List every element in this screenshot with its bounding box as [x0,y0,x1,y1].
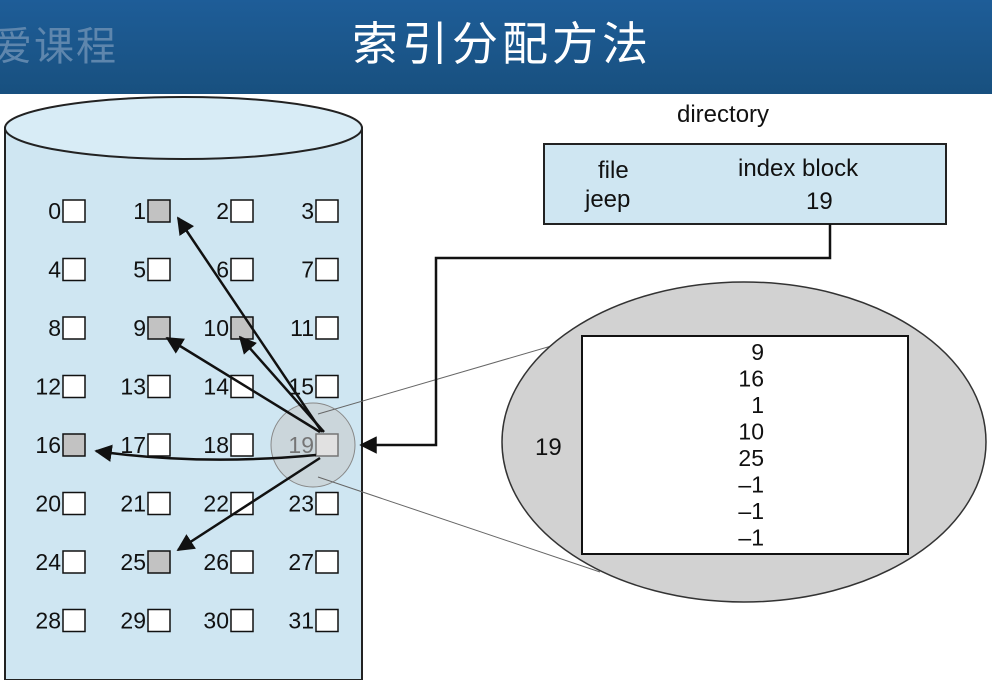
index-entry-1: 16 [738,366,764,392]
diagram-area: 0123456789101112131415161718192021222324… [0,94,992,681]
disk-block-label-26: 26 [203,549,229,575]
directory-to-index-block-arrow [359,224,832,454]
disk-block-label-14: 14 [203,374,229,400]
disk-block-16 [62,433,86,457]
directory-col-index-block: index block [738,155,859,182]
disk-block-22 [230,491,254,516]
index-entry-6: –1 [738,498,764,524]
disk-block-label-3: 3 [301,198,314,224]
disk-block-label-10: 10 [203,315,229,341]
disk-block-31 [315,608,339,633]
pointer-to-block-10 [238,335,325,433]
disk-block-label-30: 30 [203,608,229,634]
index-entry-3: 10 [738,419,764,445]
disk-block-18 [230,433,254,457]
disk-block-25 [147,550,171,574]
disk-block-label-22: 22 [203,491,229,517]
disk-cylinder [4,96,363,681]
index-entry-0: 9 [751,339,764,365]
directory-index-block-value: 19 [806,188,833,215]
disk-block-20 [62,491,86,516]
disk-block-label-27: 27 [288,549,314,575]
course-logo-text: 爱课程 [0,24,118,70]
disk-block-label-20: 20 [35,491,61,517]
disk-block-11 [315,316,339,340]
disk-block-label-4: 4 [48,257,61,283]
disk-block-2 [230,199,254,223]
disk-block-1 [147,199,171,223]
disk-block-29 [147,608,171,633]
disk-block-5 [147,257,171,282]
indexed-allocation-diagram: 0123456789101112131415161718192021222324… [4,96,987,681]
disk-block-17 [147,433,171,457]
index-entry-5: –1 [738,472,764,498]
disk-block-27 [315,550,339,574]
disk-block-4 [62,257,86,282]
disk-block-label-21: 21 [120,491,146,517]
disk-block-label-7: 7 [301,257,314,283]
disk-block-label-16: 16 [35,432,61,458]
disk-block-label-0: 0 [48,198,61,224]
disk-block-label-28: 28 [35,608,61,634]
disk-block-label-8: 8 [48,315,61,341]
disk-block-21 [147,491,171,516]
index-entry-7: –1 [738,525,764,551]
disk-block-3 [315,199,339,223]
zoom-line-bottom [317,476,601,573]
disk-block-8 [62,316,86,340]
disk-block-label-5: 5 [133,257,146,283]
disk-block-7 [315,257,339,282]
index-entry-4: 25 [738,445,764,471]
disk-block-15 [315,374,339,399]
pointer-to-block-9 [165,336,321,434]
disk-blocks: 0123456789101112131415161718192021222324… [35,198,339,634]
block-19-highlight [270,402,356,488]
disk-block-24 [62,550,86,574]
disk-block-label-12: 12 [35,374,61,400]
index-block-box [581,335,909,555]
disk-block-label-25: 25 [120,549,146,575]
directory-file-name: jeep [584,186,630,213]
disk-block-label-13: 13 [120,374,146,400]
slide-header: 爱课程 索引分配方法 [0,0,992,94]
disk-block-13 [147,374,171,399]
zoom-line-top [317,341,566,415]
disk-block-0 [62,199,86,223]
disk-block-label-1: 1 [133,198,146,224]
disk-block-label-24: 24 [35,549,61,575]
pointer-to-block-25 [176,456,321,552]
disk-block-label-18: 18 [203,432,229,458]
disk-block-10 [230,316,254,340]
pointer-to-block-1 [176,216,324,433]
disk-block-label-6: 6 [216,257,229,283]
disk-block-28 [62,608,86,633]
slide-title: 索引分配方法 [352,17,652,71]
disk-block-label-11: 11 [290,315,314,341]
disk-block-label-2: 2 [216,198,229,224]
disk-block-6 [230,257,254,282]
pointer-to-block-16 [94,444,317,462]
disk-block-26 [230,550,254,574]
disk-block-label-31: 31 [288,608,314,634]
index-pointers [94,216,325,552]
directory-col-file: file [598,157,629,184]
directory-table [543,143,947,225]
directory-title: directory [677,101,769,128]
disk-block-label-23: 23 [288,491,314,517]
disk-block-30 [230,608,254,633]
disk-block-label-9: 9 [133,315,146,341]
index-entry-2: 1 [751,392,764,418]
disk-block-12 [62,374,86,399]
index-block-number-label: 19 [535,434,562,461]
disk-block-9 [147,316,171,340]
disk-block-23 [315,491,339,516]
disk-block-label-29: 29 [120,608,146,634]
